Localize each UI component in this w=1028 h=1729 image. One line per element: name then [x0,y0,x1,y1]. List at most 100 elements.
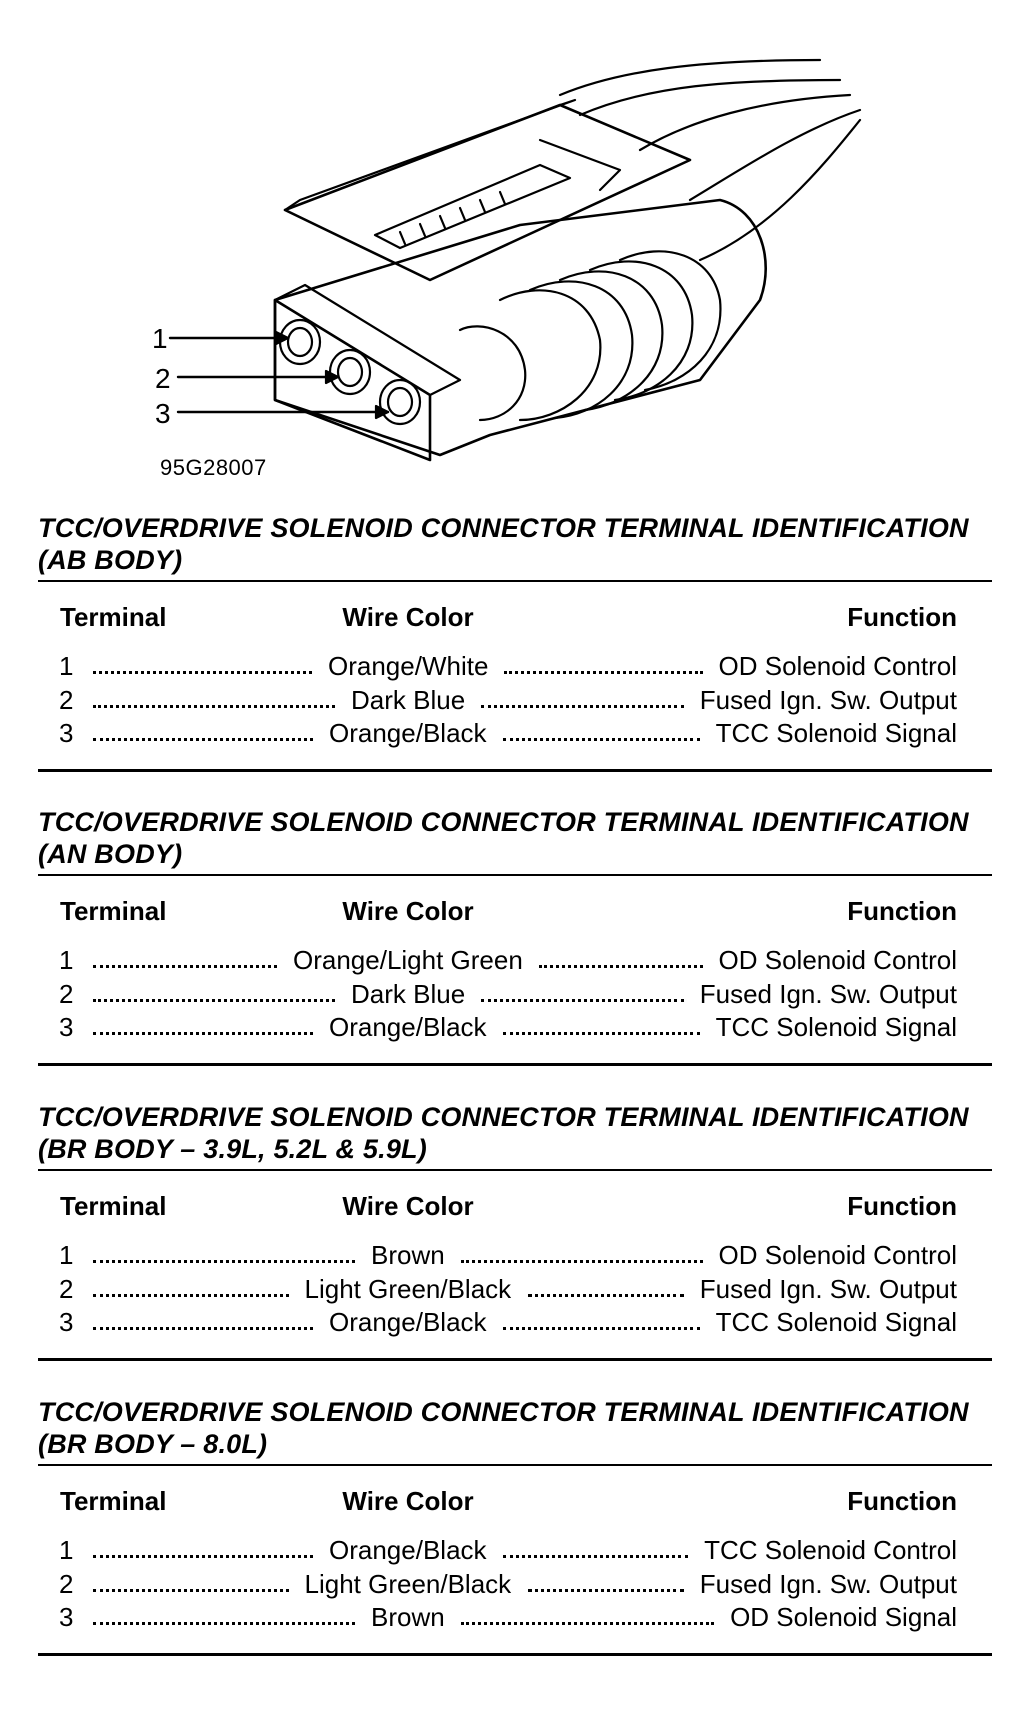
header-terminal: Terminal [60,602,167,632]
table-row: 2 Dark Blue Fused Ign. Sw. Output [38,684,992,718]
leader-dots [93,726,313,741]
table-title: TCC/OVERDRIVE SOLENOID CONNECTOR TERMINA… [38,512,992,576]
table-end-rule [38,1357,992,1361]
leader-dots [93,1315,313,1330]
terminal-table-4: TCC/OVERDRIVE SOLENOID CONNECTOR TERMINA… [38,1396,992,1656]
terminal-function: OD Solenoid Control [718,1240,957,1270]
table-title-line2: (AN BODY) [38,839,183,869]
leader-dots [93,1577,289,1592]
table-header: Terminal Wire Color Function [38,602,992,636]
table-end-rule [38,768,992,772]
wire-color: Orange/Black [329,1307,487,1337]
callout-1: 1 [152,323,168,354]
leader-dots [93,1020,313,1035]
terminal-function: Fused Ign. Sw. Output [699,684,957,715]
table-title-line2: (BR BODY – 8.0L) [38,1429,268,1459]
wire-color: Brown [371,1602,445,1632]
header-function: Function [847,1486,957,1516]
terminal-function: TCC Solenoid Signal [715,718,957,748]
table-title: TCC/OVERDRIVE SOLENOID CONNECTOR TERMINA… [38,806,992,870]
leader-dots [93,987,335,1002]
table-title-line1: TCC/OVERDRIVE SOLENOID CONNECTOR TERMINA… [38,1397,969,1427]
callout-3: 3 [155,398,171,429]
table-title-line1: TCC/OVERDRIVE SOLENOID CONNECTOR TERMINA… [38,513,969,543]
terminal-number: 3 [59,718,74,748]
table-row: 2 Dark Blue Fused Ign. Sw. Output [38,978,992,1012]
terminal-number: 1 [59,1240,74,1270]
leader-dots [93,1282,289,1297]
wire-color: Dark Blue [351,684,466,715]
leader-dots [461,1610,714,1625]
table-title: TCC/OVERDRIVE SOLENOID CONNECTOR TERMINA… [38,1396,992,1460]
leader-dots [503,1315,700,1330]
terminal-function: OD Solenoid Control [718,651,957,681]
leader-dots [93,1543,313,1558]
terminal-number: 2 [59,1273,74,1304]
header-function: Function [847,602,957,632]
leader-dots [503,1543,688,1558]
title-rule [38,1464,992,1466]
leader-dots [93,1248,355,1263]
terminal-number: 3 [59,1012,74,1042]
leader-dots [527,1577,684,1592]
leader-dots [93,1610,355,1625]
table-title: TCC/OVERDRIVE SOLENOID CONNECTOR TERMINA… [38,1101,992,1165]
leader-dots [481,693,684,708]
terminal-table-2: TCC/OVERDRIVE SOLENOID CONNECTOR TERMINA… [38,806,992,1066]
leader-dots [93,659,312,674]
terminal-function: Fused Ign. Sw. Output [699,1568,957,1599]
leader-dots [527,1282,684,1297]
table-title-line2: (BR BODY – 3.9L, 5.2L & 5.9L) [38,1134,427,1164]
terminal-number: 2 [59,1568,74,1599]
header-wire-color: Wire Color [342,602,474,632]
table-row: 3 Brown OD Solenoid Signal [38,1601,992,1635]
title-rule [38,874,992,876]
wire-color: Light Green/Black [304,1568,512,1599]
title-rule [38,1169,992,1171]
terminal-function: TCC Solenoid Control [704,1535,957,1565]
terminal-number: 1 [59,945,74,975]
leader-dots [504,659,703,674]
table-row: 1 Brown OD Solenoid Control [38,1239,992,1273]
wire-color: Orange/Black [329,1535,487,1565]
wire-color: Orange/Black [329,1012,487,1042]
table-end-rule [38,1652,992,1656]
terminal-function: Fused Ign. Sw. Output [699,978,957,1009]
terminal-number: 1 [59,651,74,681]
table-row: 1 Orange/Light Green OD Solenoid Control [38,944,992,978]
table-row: 3 Orange/Black TCC Solenoid Signal [38,1306,992,1340]
leader-dots [539,953,703,968]
header-wire-color: Wire Color [342,896,474,926]
leader-dots [503,1020,700,1035]
header-function: Function [847,1191,957,1221]
wire-color: Orange/Light Green [293,945,523,975]
terminal-function: TCC Solenoid Signal [715,1012,957,1042]
terminal-table-1: TCC/OVERDRIVE SOLENOID CONNECTOR TERMINA… [38,512,992,772]
terminal-number: 3 [59,1307,74,1337]
wire-color: Brown [371,1240,445,1270]
leader-dots [481,987,684,1002]
wire-color: Orange/Black [329,718,487,748]
terminal-number: 3 [59,1602,74,1632]
title-rule [38,580,992,582]
header-wire-color: Wire Color [342,1191,474,1221]
terminal-number: 2 [59,978,74,1009]
terminal-function: TCC Solenoid Signal [715,1307,957,1337]
table-title-line1: TCC/OVERDRIVE SOLENOID CONNECTOR TERMINA… [38,1102,969,1132]
table-row: 2 Light Green/Black Fused Ign. Sw. Output [38,1568,992,1602]
connector-illustration: 1 2 3 95G28007 [0,0,1028,500]
terminal-number: 2 [59,684,74,715]
leader-dots [461,1248,703,1263]
leader-dots [93,953,277,968]
terminal-function: OD Solenoid Control [718,945,957,975]
terminal-function: OD Solenoid Signal [730,1602,957,1632]
leader-dots [503,726,700,741]
header-wire-color: Wire Color [342,1486,474,1516]
wire-color: Dark Blue [351,978,466,1009]
connector-drawing: 1 2 3 [152,58,862,462]
